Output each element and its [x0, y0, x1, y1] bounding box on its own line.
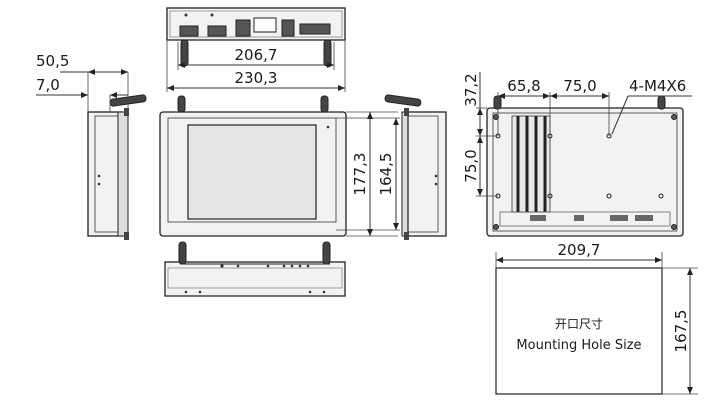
antenna-icon: [177, 95, 186, 113]
display-screen: [187, 124, 317, 220]
dim-rear-screw-spec: 4-M4X6: [629, 77, 686, 95]
dim-front-height: 177,3: [351, 153, 369, 196]
antenna-icon: [323, 39, 332, 67]
rear-view: 65,8 75,0 4-M4X6 37,2 75,0: [462, 72, 692, 237]
cutout-rect: [495, 267, 663, 395]
right-side-view: [384, 94, 447, 240]
top-view: 206,7 230,3: [166, 7, 346, 92]
dim-side-bezel: 7,0: [36, 76, 60, 94]
antenna-icon: [493, 95, 502, 110]
dim-front-inner-height: 164,5: [377, 153, 395, 196]
power-terminal: [299, 23, 331, 35]
dim-cutout-height: 167,5: [672, 310, 690, 353]
dim-rear-hole-spacing-h: 75,0: [563, 77, 596, 95]
dim-rear-left-offset: 65,8: [507, 77, 540, 95]
mounting-cutout: 209,7 167,5 开口尺寸 Mounting Hole Size: [495, 241, 698, 395]
left-side-view: 50,5 7,0: [36, 52, 147, 240]
antenna-icon: [180, 39, 189, 67]
dim-rear-hole-spacing-v: 75,0: [462, 149, 480, 182]
antenna-icon: [178, 241, 187, 265]
antenna-icon: [657, 95, 666, 110]
antenna-icon: [384, 94, 422, 107]
serial-port-1: [179, 25, 199, 37]
dim-cutout-width: 209,7: [558, 241, 601, 259]
front-view: 177,3 164,5: [159, 95, 400, 237]
vesa-hole: [606, 193, 612, 199]
dim-top-outer-width: 230,3: [235, 69, 278, 87]
serial-port-2: [207, 25, 227, 37]
dim-side-depth: 50,5: [36, 52, 69, 70]
cutout-label-cn: 开口尺寸: [555, 317, 603, 331]
antenna-icon: [320, 95, 329, 113]
heat-sink: [511, 115, 551, 213]
bottom-view: [164, 241, 346, 297]
lan-port: [281, 19, 295, 37]
antenna-icon: [322, 241, 331, 265]
dim-top-inner-width: 206,7: [235, 46, 278, 64]
cutout-label-en: Mounting Hole Size: [516, 338, 641, 353]
usb-port: [235, 19, 251, 37]
dim-rear-top-offset: 37,2: [462, 73, 480, 106]
hdmi-port: [253, 17, 277, 33]
